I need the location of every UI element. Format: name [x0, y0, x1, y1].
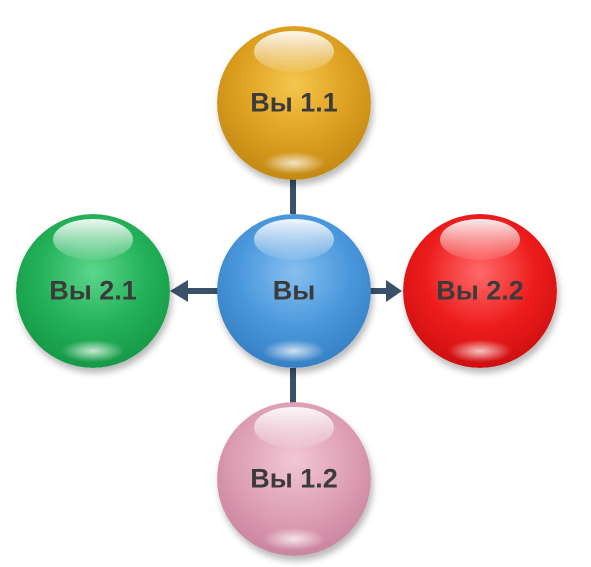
node-label: Вы 2.1	[49, 275, 137, 306]
node-you-center: Вы	[217, 214, 371, 368]
arrow-left-head	[170, 280, 188, 302]
sphere-reflection	[263, 528, 325, 550]
arrow-up-shaft	[290, 156, 296, 214]
node-you-1-1: Вы 1.1	[217, 26, 371, 180]
node-you-2-1: Вы 2.1	[16, 214, 170, 368]
node-label: Вы 2.2	[436, 275, 524, 306]
node-label: Вы 1.1	[250, 87, 338, 118]
sphere-highlight	[52, 218, 134, 261]
sphere-reflection	[62, 340, 124, 362]
sphere-highlight	[253, 30, 335, 73]
arrow-right-shaft	[370, 288, 388, 294]
sphere-highlight	[253, 218, 335, 261]
arrow-right-head	[386, 280, 402, 302]
sphere-highlight	[439, 218, 521, 261]
arrow-left-shaft	[186, 288, 218, 294]
node-label: Вы 1.2	[250, 463, 338, 494]
sphere-highlight	[253, 406, 335, 449]
node-you-1-2: Вы 1.2	[217, 402, 371, 556]
sphere-reflection	[263, 340, 325, 362]
node-label: Вы	[272, 275, 316, 306]
sphere-reflection	[263, 152, 325, 174]
node-you-2-2: Вы 2.2	[403, 214, 557, 368]
arrow-down-shaft	[290, 368, 296, 418]
sphere-reflection	[449, 340, 511, 362]
